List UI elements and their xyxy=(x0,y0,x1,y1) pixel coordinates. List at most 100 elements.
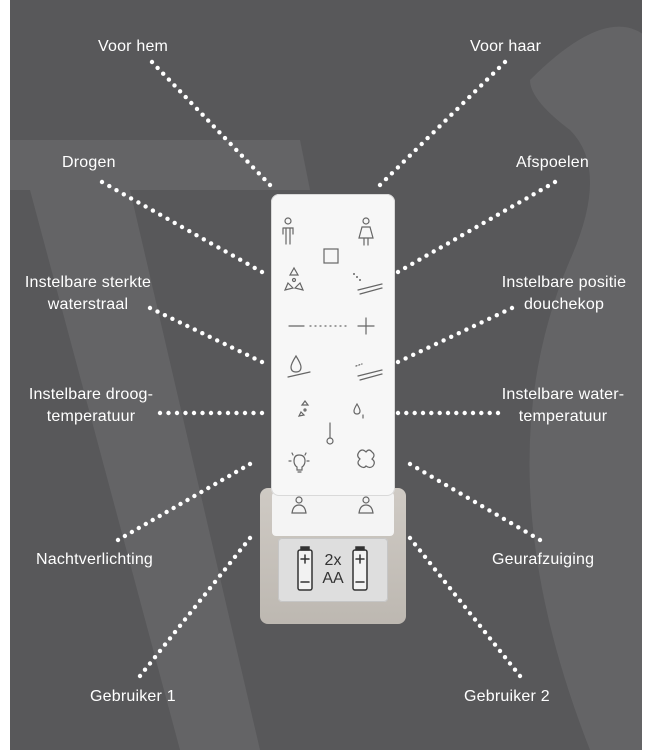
connector-dot-sterkte-waterstraal xyxy=(259,359,265,365)
thermometer-icon[interactable] xyxy=(326,422,334,445)
connector-dot-sterkte-waterstraal xyxy=(252,356,257,361)
connector-dot-watertemperatuur xyxy=(454,410,459,416)
connector-dot-afspoelen xyxy=(531,192,536,197)
connector-dot-sterkte-waterstraal xyxy=(200,331,205,336)
connector-dot-drogen xyxy=(179,224,185,230)
connector-dot-voor-haar xyxy=(502,59,508,65)
connector-dot-watertemperatuur xyxy=(437,410,442,416)
connector-dot-geurafzuiging xyxy=(465,495,470,500)
connector-dot-gebruiker-1 xyxy=(147,661,153,666)
connector-dot-positie-douchekop xyxy=(456,331,461,336)
connector-dot-positie-douchekop xyxy=(395,359,401,365)
user-1-icon[interactable] xyxy=(291,496,307,514)
dry-temp-icon[interactable] xyxy=(297,400,310,417)
connector-dot-voor-haar xyxy=(467,94,472,100)
connector-dot-voor-haar xyxy=(449,112,454,117)
connector-dot-sterkte-waterstraal xyxy=(185,323,190,329)
nozzle-position-icon[interactable] xyxy=(355,363,383,381)
connector-dot-droogtemperatuur xyxy=(166,410,171,416)
connector-dot-positie-douchekop xyxy=(487,316,492,321)
water-drop-icon[interactable] xyxy=(287,354,311,378)
connector-dot-drogen xyxy=(99,179,105,185)
connector-dot-droogtemperatuur xyxy=(208,410,214,416)
male-icon[interactable] xyxy=(282,217,294,245)
connector-dot-nachtverlichting xyxy=(220,477,225,483)
connector-dot-voor-hem xyxy=(200,112,205,117)
connector-dot-gebruiker-2 xyxy=(517,673,523,679)
connector-dot-watertemperatuur xyxy=(395,410,401,416)
connector-dot-watertemperatuur xyxy=(404,410,409,416)
connector-dot-voor-hem xyxy=(155,65,160,71)
connector-dot-nachtverlichting xyxy=(129,529,135,535)
connector-dot-nachtverlichting xyxy=(240,465,246,471)
connector-dot-sterkte-waterstraal xyxy=(244,352,250,357)
connector-dot-voor-hem xyxy=(239,153,245,158)
connector-dot-afspoelen xyxy=(438,245,443,250)
user-2-icon[interactable] xyxy=(358,496,374,514)
connector-dot-droogtemperatuur xyxy=(259,410,265,416)
connector-dot-drogen xyxy=(194,233,199,238)
connector-dot-positie-douchekop xyxy=(433,341,439,347)
connector-dot-afspoelen xyxy=(481,220,486,226)
plus-icon[interactable] xyxy=(357,317,375,335)
deodorizer-icon[interactable] xyxy=(357,449,375,469)
battery-compartment xyxy=(278,538,388,602)
connector-dot-watertemperatuur xyxy=(470,410,476,416)
connector-dot-gebruiker-2 xyxy=(477,623,483,628)
connector-dot-watertemperatuur xyxy=(420,410,426,416)
connector-dot-voor-haar xyxy=(419,141,424,147)
connector-dot-droogtemperatuur xyxy=(191,410,197,416)
connector-dot-sterkte-waterstraal xyxy=(222,341,227,347)
connector-dot-voor-hem xyxy=(183,94,188,100)
connector-dot-gebruiker-1 xyxy=(157,648,163,654)
stop-icon[interactable] xyxy=(323,248,339,264)
connector-dot-sterkte-waterstraal xyxy=(215,338,220,343)
connector-dot-afspoelen xyxy=(488,216,493,221)
connector-dot-voor-haar xyxy=(484,77,490,82)
dry-fan-icon[interactable] xyxy=(283,266,305,291)
connector-dot-positie-douchekop xyxy=(418,349,423,354)
connector-dot-nachtverlichting xyxy=(122,533,128,539)
night-light-icon[interactable] xyxy=(288,452,310,473)
nozzle-clean-icon[interactable] xyxy=(353,273,383,295)
connector-dot-gebruiker-2 xyxy=(492,642,498,647)
female-icon[interactable] xyxy=(358,217,374,246)
connector-dot-gebruiker-1 xyxy=(187,611,193,616)
connector-dot-watertemperatuur xyxy=(487,410,492,416)
connector-dot-droogtemperatuur xyxy=(183,410,188,416)
connector-dot-voor-hem xyxy=(211,124,216,129)
connector-dot-gebruiker-1 xyxy=(232,554,238,559)
connector-dot-gebruiker-2 xyxy=(427,560,433,566)
connector-dot-voor-hem xyxy=(206,118,211,123)
connector-dot-gebruiker-1 xyxy=(217,573,223,578)
connector-dot-voor-hem xyxy=(262,176,267,182)
connector-dot-gebruiker-1 xyxy=(197,598,203,603)
connector-dot-afspoelen xyxy=(502,208,508,213)
connector-dot-voor-haar xyxy=(443,118,448,123)
connector-dot-drogen xyxy=(230,253,236,258)
connector-dot-drogen xyxy=(128,196,134,201)
connector-dot-geurafzuiging xyxy=(443,482,449,488)
connector-dot-sterkte-waterstraal xyxy=(229,345,235,350)
connector-dot-drogen xyxy=(245,261,250,266)
connector-dot-voor-haar xyxy=(490,71,496,76)
water-temp-icon[interactable] xyxy=(353,402,364,419)
connector-dot-drogen xyxy=(158,212,163,217)
connector-dot-sterkte-waterstraal xyxy=(192,327,197,332)
connector-dot-droogtemperatuur xyxy=(225,410,231,416)
connector-dot-afspoelen xyxy=(495,212,501,217)
connector-dot-gebruiker-2 xyxy=(452,592,458,597)
connector-dot-gebruiker-2 xyxy=(457,598,463,603)
connector-dot-gebruiker-1 xyxy=(237,548,243,553)
connector-dot-watertemperatuur xyxy=(429,410,434,416)
connector-dot-voor-hem xyxy=(149,59,155,65)
connector-dot-voor-haar xyxy=(455,106,460,112)
remote-control[interactable] xyxy=(271,194,395,496)
connector-dot-nachtverlichting xyxy=(206,485,211,491)
connector-dot-voor-hem xyxy=(234,147,239,153)
connector-dot-positie-douchekop xyxy=(426,345,431,350)
connector-dot-nachtverlichting xyxy=(157,513,162,519)
connector-dot-watertemperatuur xyxy=(412,410,417,416)
connector-dot-gebruiker-2 xyxy=(462,604,468,610)
connector-dot-nachtverlichting xyxy=(199,489,204,495)
